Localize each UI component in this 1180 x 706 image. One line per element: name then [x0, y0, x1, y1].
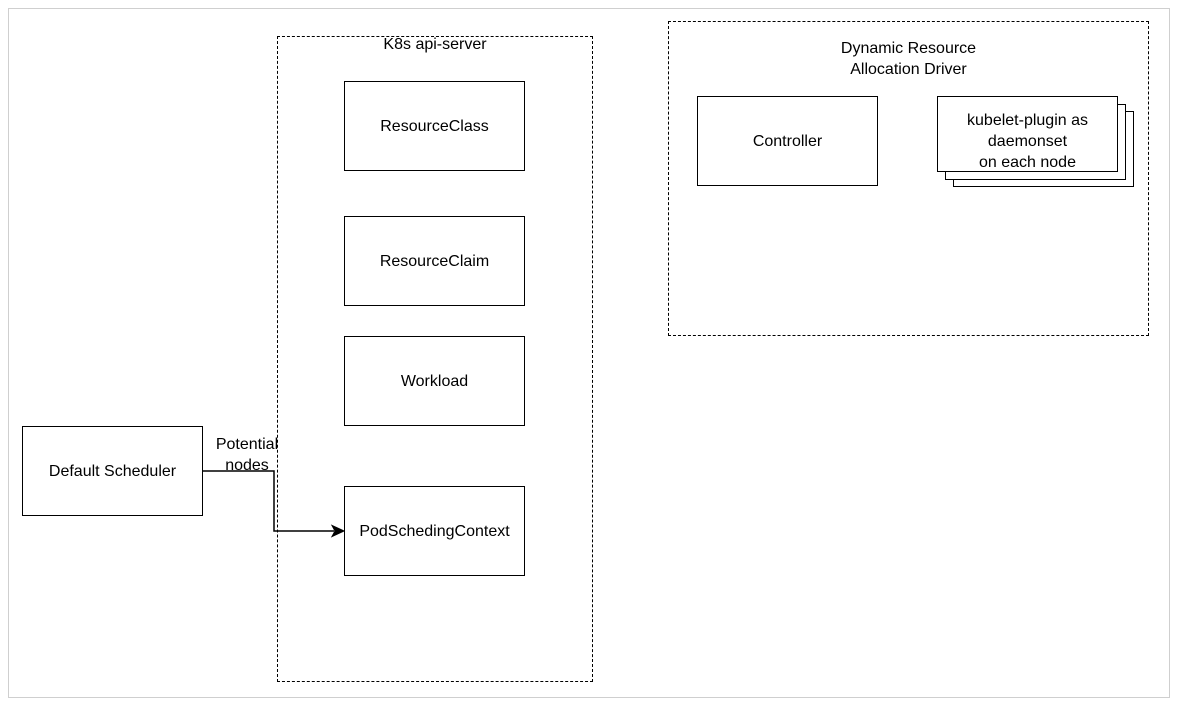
default-scheduler-node[interactable]: Default Scheduler	[22, 426, 203, 516]
resource-class-label: ResourceClass	[380, 117, 489, 135]
kubelet-plugin-line1: kubelet-plugin as	[967, 112, 1088, 129]
edge-label-line1: Potential	[215, 436, 279, 453]
api-server-title: K8s api-server	[383, 36, 487, 53]
workload-node[interactable]: Workload	[344, 336, 525, 426]
edge-label-line2: nodes	[225, 457, 269, 474]
resource-claim-label: ResourceClaim	[379, 252, 490, 270]
api-server-container	[277, 36, 593, 682]
kubelet-plugin-node[interactable]: kubelet-plugin as daemonset on each node	[937, 96, 1118, 172]
diagram-canvas	[8, 8, 1170, 698]
driver-title: Dynamic Resource Allocation Driver	[668, 38, 1149, 80]
controller-label: Controller	[752, 132, 823, 150]
scheduler-to-pod-scheduling-context-edge	[203, 470, 334, 532]
default-scheduler-label: Default Scheduler	[48, 462, 177, 480]
workload-label: Workload	[400, 372, 469, 390]
driver-title-line2: Allocation Driver	[850, 61, 967, 78]
controller-node[interactable]: Controller	[697, 96, 878, 186]
kubelet-plugin-line2: daemonset	[987, 133, 1068, 150]
resource-claim-node[interactable]: ResourceClaim	[344, 216, 525, 306]
resource-class-node[interactable]: ResourceClass	[344, 81, 525, 171]
pod-scheduling-context-label: PodSchedingContext	[359, 522, 510, 540]
pod-scheduling-context-node[interactable]: PodSchedingContext	[344, 486, 525, 576]
kubelet-plugin-line3: on each node	[979, 154, 1076, 171]
driver-container	[668, 21, 1149, 336]
edge-label: Potential nodes	[208, 434, 286, 476]
arrowhead-icon	[330, 524, 346, 538]
driver-title-line1: Dynamic Resource	[840, 40, 977, 57]
